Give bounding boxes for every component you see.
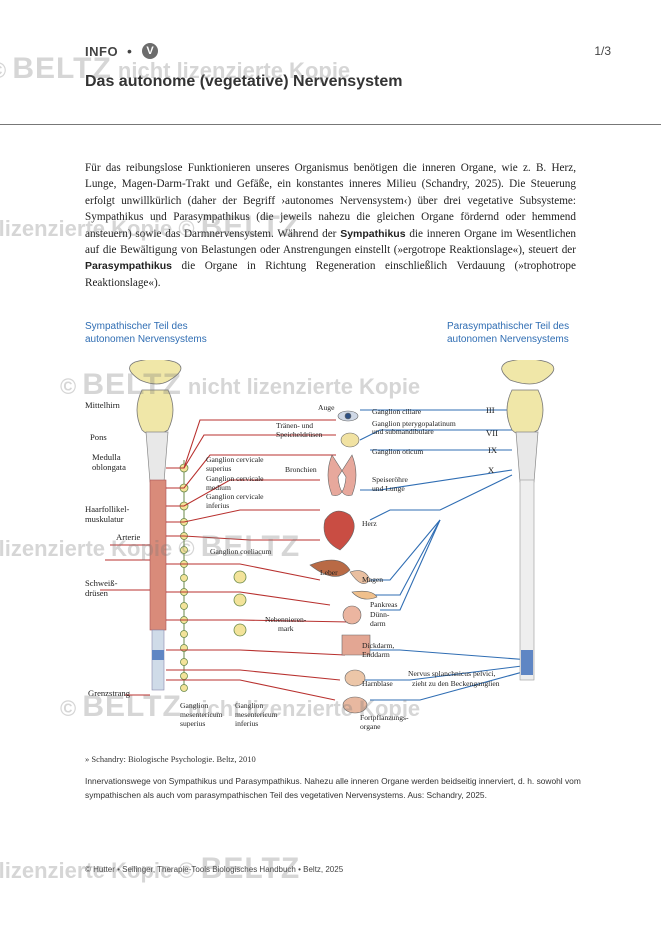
label-schweiss-2: drüsen: [85, 588, 109, 598]
label-gcm-2: medium: [206, 483, 231, 492]
label-coeliacum: Ganglion coeliacum: [210, 547, 271, 556]
watermark-copyright-symbol: ©: [60, 696, 77, 721]
label-medulla-1: Medulla: [92, 452, 121, 462]
intro-paragraph: Für das reibungslose Funktionieren unser…: [85, 160, 576, 291]
intro-text-1: Für das reibungslose Funktionieren unser…: [85, 162, 576, 240]
label-gcs-1: Ganglion cervicale: [206, 455, 264, 464]
label-nerve-iii: III: [486, 405, 495, 415]
label-leber: Leber: [320, 568, 338, 577]
header-bullet: •: [127, 43, 132, 59]
label-haar-2: muskulatur: [85, 514, 124, 524]
section-badge: V: [142, 43, 158, 59]
label-arterie: Arterie: [116, 532, 141, 542]
label-schweiss-1: Schweiß-: [85, 578, 118, 588]
label-duenn-1: Dünn-: [370, 610, 390, 619]
figure-right-title-line-1: Parasympathischer Teil des: [447, 321, 570, 332]
page-header: INFO • V 1/3 Das autonome (vegetative) N…: [85, 40, 615, 100]
watermark-copyright-symbol: ©: [60, 374, 77, 399]
label-pons: Pons: [90, 432, 107, 442]
copyright-line: © Hutter • Seilinger, Therapie-Tools Bio…: [85, 865, 344, 874]
label-g-oticum: Ganglion oticum: [372, 447, 423, 456]
term-sympathikus: Sympathikus: [340, 227, 406, 240]
info-label: INFO: [85, 44, 119, 59]
figure-left-title-line-2: autonomen Nervensystems: [85, 334, 207, 345]
label-gmi-3: inferius: [235, 719, 258, 728]
footnote: » Schandry: Biologische Psychologie. Bel…: [85, 754, 256, 764]
label-gmi-2: mesentericum: [235, 710, 278, 719]
label-g-ptery-2: und submandibulare: [372, 427, 434, 436]
label-grenzstrang: Grenzstrang: [88, 688, 131, 698]
label-bronchien: Bronchien: [285, 465, 317, 474]
label-dick-2: Enddarm: [362, 650, 390, 659]
label-auge: Auge: [318, 403, 335, 412]
sympathetic-pathways: [100, 419, 351, 701]
label-gmi-1: Ganglion: [235, 701, 263, 710]
page-title: Das autonome (vegetative) Nervensystem: [85, 73, 403, 90]
label-g-ptery-1: Ganglion pterygopalatinum: [372, 419, 456, 428]
label-speise-1: Speiseröhre: [372, 475, 408, 484]
label-nerve-x: X: [488, 465, 495, 475]
figure-right-title: Parasympathischer Teil des autonomen Ner…: [447, 320, 569, 346]
nervous-system-diagram: Mittelhirn Pons Medulla oblongata Haarfo…: [85, 360, 555, 731]
label-magen: Magen: [362, 575, 383, 584]
label-mittelhirn: Mittelhirn: [85, 400, 121, 410]
label-nerv-2: zieht zu den Beckenganglien: [412, 679, 500, 688]
parasympathetic-pathways: [359, 409, 531, 701]
label-traenen-2: Speicheldrüsen: [276, 430, 323, 439]
sympathetic-labels: Mittelhirn Pons Medulla oblongata Haarfo…: [85, 400, 278, 728]
label-medulla-2: oblongata: [92, 462, 126, 472]
term-parasympathikus: Parasympathikus: [85, 260, 172, 273]
intro-text-2: die inneren Organe im Wesentlichen auf d…: [85, 227, 577, 257]
figure-right-title-line-2: autonomen Nervensystems: [447, 334, 569, 345]
label-pankreas: Pankreas: [370, 600, 397, 609]
organ-labels: Auge Tränen- und Speicheldrüsen Bronchie…: [265, 403, 409, 731]
label-gcs-2: superius: [206, 464, 231, 473]
label-traenen-1: Tränen- und: [276, 421, 313, 430]
right-brainstem: [501, 360, 555, 681]
header-divider: [0, 124, 661, 125]
label-gci-2: inferius: [206, 501, 229, 510]
label-g-ciliare: Ganglion ciliare: [372, 407, 422, 416]
label-nebennieren-2: mark: [278, 624, 294, 633]
figure-left-title-line-1: Sympathischer Teil des: [85, 321, 188, 332]
label-duenn-2: darm: [370, 619, 386, 628]
label-nerve-ix: IX: [488, 445, 498, 455]
organs: [309, 410, 378, 714]
label-nerve-vii: VII: [486, 428, 498, 438]
label-nebennieren-1: Nebennieren-: [265, 615, 307, 624]
label-fort-1: Fortpflanzungs-: [360, 713, 409, 722]
label-herz: Herz: [362, 519, 377, 528]
label-gcm-1: Ganglion cervicale: [206, 474, 264, 483]
left-spinal-cord: [149, 479, 167, 691]
label-dick-1: Dickdarm,: [362, 641, 394, 650]
label-nerv-1: Nervus splanchnicus pelvici,: [408, 669, 496, 678]
figure-caption: Innervationswege von Sympathikus und Par…: [85, 776, 581, 800]
intro-text-3: die Organe in Richtung Regeneration eins…: [85, 260, 576, 289]
left-brainstem: [129, 360, 182, 483]
page-number: 1/3: [594, 44, 611, 58]
figure-left-title: Sympathischer Teil des autonomen Nervens…: [85, 320, 207, 346]
label-speise-2: und Lunge: [372, 484, 405, 493]
label-gms-3: superius: [180, 719, 205, 728]
label-fort-2: organe: [360, 722, 381, 731]
watermark-copyright-symbol: ©: [0, 58, 6, 83]
label-gci-1: Ganglion cervicale: [206, 492, 264, 501]
parasympathetic-labels: Ganglion ciliare Ganglion pterygopalatin…: [372, 405, 500, 688]
label-harnblase: Harnblase: [362, 679, 393, 688]
label-gms-1: Ganglion: [180, 701, 208, 710]
label-haar-1: Haarfollikel-: [85, 504, 130, 514]
label-gms-2: mesentericum: [180, 710, 223, 719]
